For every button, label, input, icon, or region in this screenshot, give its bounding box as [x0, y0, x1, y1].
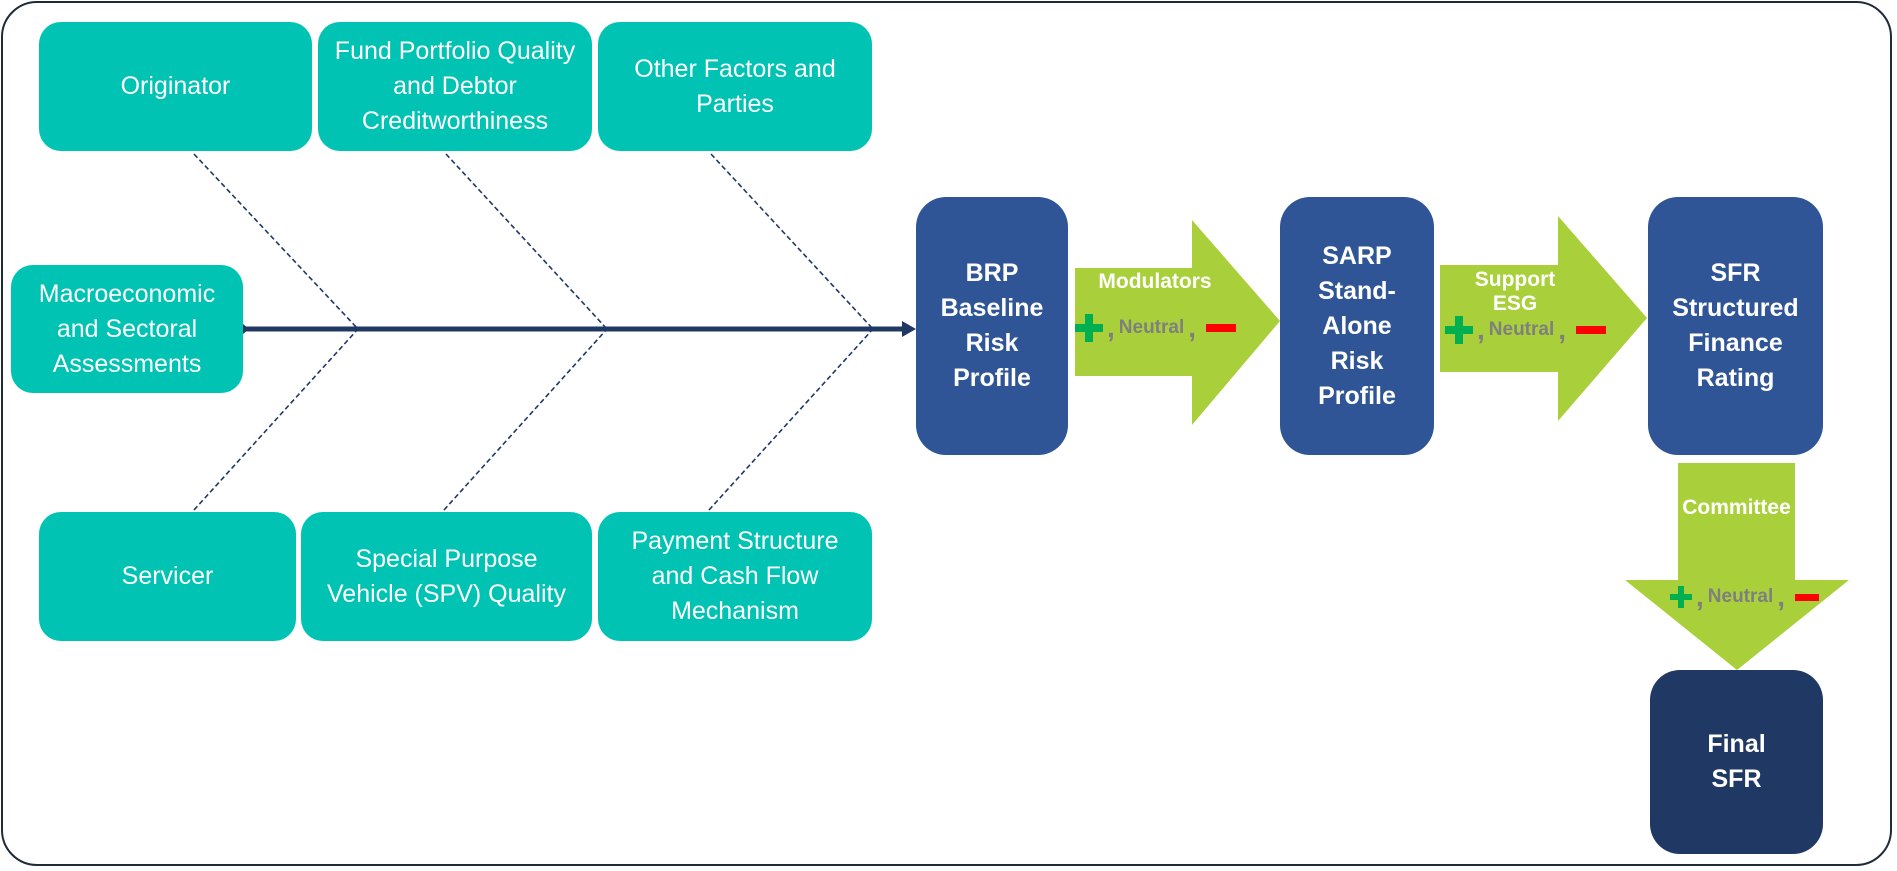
bone-fund-portfolio — [445, 153, 608, 330]
comma: , — [1477, 314, 1485, 345]
stage-label: SARP Stand- Alone Risk Profile — [1318, 241, 1396, 410]
factor-other-factors: Other Factors and Parties — [598, 22, 872, 151]
factor-payment-structure: Payment Structure and Cash Flow Mechanis… — [598, 512, 872, 641]
plus-icon — [1670, 586, 1692, 608]
committee-arrow — [1625, 463, 1849, 670]
support-esg-arrow — [1440, 216, 1647, 421]
neutral-label: Neutral — [1707, 586, 1774, 607]
neutral-label: Neutral — [1118, 317, 1185, 338]
comma: , — [1107, 312, 1115, 343]
stage-label: SFR Structured Finance Rating — [1672, 259, 1799, 392]
bone-other-factors — [710, 153, 874, 330]
modulators-label: Modulators — [1098, 270, 1212, 293]
factor-macroeconomic: Macroeconomic and Sectoral Assessments — [11, 265, 243, 393]
bone-spv — [443, 328, 608, 511]
factor-spv-quality: Special Purpose Vehicle (SPV) Quality — [301, 512, 592, 641]
factor-label: Originator — [120, 72, 231, 100]
neutral-label: Neutral — [1488, 319, 1555, 340]
factor-label: Macroeconomic and Sectoral Assessments — [38, 279, 216, 378]
factor-fund-portfolio-quality: Fund Portfolio Quality and Debtor Credit… — [318, 22, 592, 151]
factor-label: Special Purpose Vehicle (SPV) Quality — [327, 544, 566, 608]
comma: , — [1777, 581, 1786, 612]
comma: , — [1188, 312, 1197, 343]
plus-icon — [1445, 316, 1473, 344]
modulators-adjustment: , Neutral , — [1075, 312, 1237, 343]
stage-brp: BRP Baseline Risk Profile — [916, 197, 1068, 455]
support-esg-label: Support ESG — [1474, 268, 1556, 315]
committee-label: Committee — [1682, 496, 1791, 519]
stage-label: BRP Baseline Risk Profile — [940, 259, 1044, 392]
comma: , — [1696, 581, 1704, 612]
minus-icon — [1795, 593, 1820, 601]
factor-servicer: Servicer — [39, 512, 296, 641]
bone-payment — [708, 328, 874, 511]
factor-label: Other Factors and Parties — [634, 54, 836, 118]
factor-label: Servicer — [121, 562, 214, 590]
stage-sarp: SARP Stand- Alone Risk Profile — [1280, 197, 1434, 455]
comma: , — [1558, 314, 1567, 345]
stage-sfr: SFR Structured Finance Rating — [1648, 197, 1823, 455]
spine-arrowhead — [902, 321, 916, 337]
plus-icon — [1075, 314, 1103, 342]
factor-label: Payment Structure and Cash Flow Mechanis… — [631, 527, 839, 625]
stage-label: Final SFR — [1707, 730, 1766, 793]
stage-final-sfr: Final SFR — [1650, 670, 1823, 854]
factor-label: Fund Portfolio Quality and Debtor Credit… — [334, 37, 576, 135]
modulators-arrow — [1075, 220, 1280, 425]
factor-originator: Originator — [39, 22, 312, 151]
committee-adjustment: , Neutral , — [1670, 581, 1820, 612]
minus-icon — [1206, 324, 1237, 332]
minus-icon — [1576, 326, 1607, 334]
support-adjustment: , Neutral , — [1445, 314, 1607, 345]
bone-servicer — [193, 328, 359, 511]
